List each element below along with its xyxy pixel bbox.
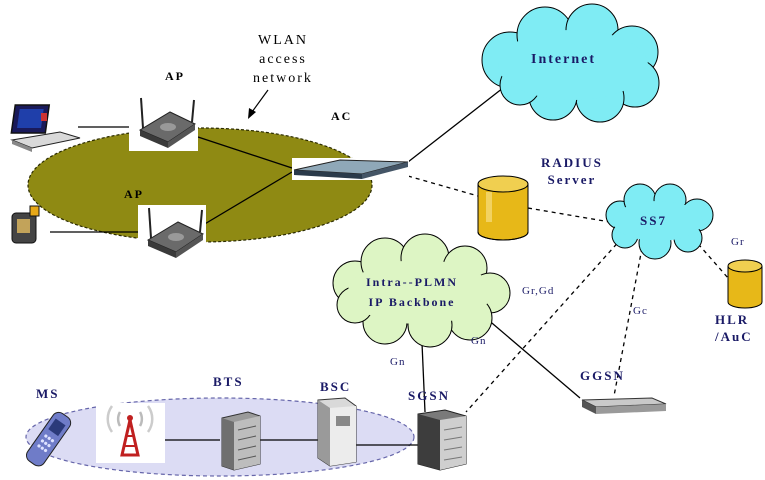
hlr-label-line2: /AuC xyxy=(715,329,753,344)
gr-label: Gr xyxy=(731,236,745,248)
wlan-label-line2: access xyxy=(259,52,307,67)
internet-label: Internet xyxy=(531,52,596,67)
wlan-label: WLAN access network xyxy=(246,31,320,88)
wlan-label-line1: WLAN xyxy=(258,33,308,48)
bts-label: BTS xyxy=(213,374,244,389)
ggsn-label: GGSN xyxy=(580,368,625,383)
gn-left-label: Gn xyxy=(390,356,406,368)
wlan-pointer-arrow xyxy=(248,89,269,119)
access-controller-icon xyxy=(292,158,409,180)
radius-label: RADIUS Server xyxy=(541,154,603,188)
gn-right-label: Gn xyxy=(471,335,487,347)
cell-tower-icon xyxy=(96,403,165,463)
radius-label-line2: Server xyxy=(547,172,597,187)
ggsn-router-icon xyxy=(581,397,667,414)
backbone-label-line1: Intra--PLMN xyxy=(366,275,458,289)
link-ss7-sgsn xyxy=(465,237,623,413)
sgsn-label: SGSN xyxy=(408,388,450,403)
hlr-label: HLR /AuC xyxy=(715,311,753,345)
bsc-cabinet-icon xyxy=(317,397,357,467)
ap-top-label: AP xyxy=(165,69,185,83)
wlan-label-line3: network xyxy=(253,71,313,86)
solid-links xyxy=(50,66,581,446)
pda-icon xyxy=(11,205,40,244)
laptop-icon xyxy=(10,104,81,152)
ap-bottom-label: AP xyxy=(124,187,144,201)
backbone-label-line2: IP Backbone xyxy=(368,295,456,309)
radius-server-icon xyxy=(477,175,529,241)
gr-gd-label: Gr,Gd xyxy=(522,285,555,297)
gc-label: Gc xyxy=(633,305,648,317)
bsc-label: BSC xyxy=(320,379,352,394)
ac-label: AC xyxy=(331,109,353,123)
link-ac-radius xyxy=(407,175,479,197)
access-point-icon xyxy=(129,95,198,151)
access-point-icon xyxy=(138,205,206,260)
link-ss7-ggsn xyxy=(613,247,643,397)
backbone-label: Intra--PLMN IP Backbone xyxy=(366,272,458,312)
ss7-label: SS7 xyxy=(640,213,667,228)
hlr-database-icon xyxy=(727,259,763,309)
link-ap1-ac xyxy=(197,136,293,169)
bts-cabinet-icon xyxy=(221,411,261,471)
hlr-label-line1: HLR xyxy=(715,312,750,327)
sgsn-server-icon xyxy=(417,409,467,471)
link-radius-ss7 xyxy=(527,207,611,223)
link-backbone-ggsn xyxy=(485,317,581,399)
link-ap2-ac xyxy=(202,171,293,226)
mobile-phone-icon xyxy=(25,411,72,467)
radius-label-line1: RADIUS xyxy=(541,155,603,170)
ms-label: MS xyxy=(36,386,60,401)
link-backbone-sgsn xyxy=(421,342,426,413)
